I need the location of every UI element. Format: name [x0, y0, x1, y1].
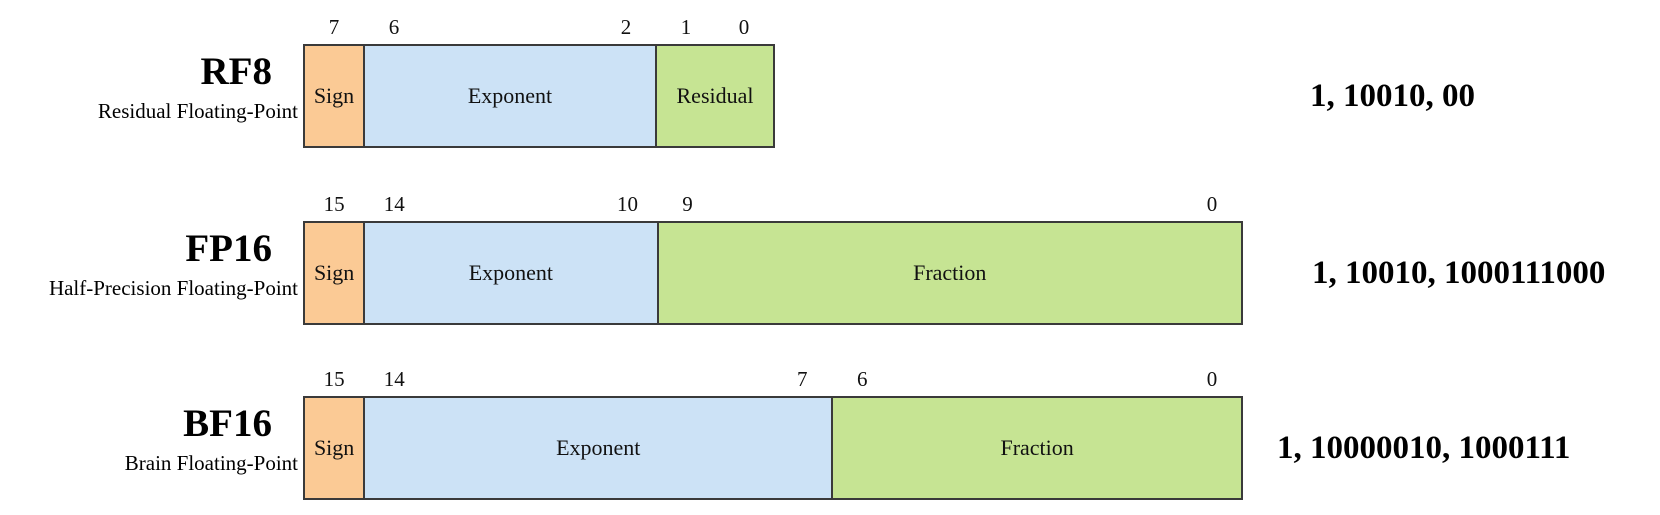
field-label: Sign [313, 83, 355, 108]
field-label: Sign [313, 260, 355, 285]
bit-index-msb: 9 [682, 192, 693, 216]
field-exponent: Exponent 14 10 [363, 193, 657, 323]
field-fraction: Fraction 6 0 [831, 368, 1241, 498]
example-bit-string: 1, 10000010, 1000111 [1277, 429, 1571, 466]
bit-index-msb: 6 [388, 15, 400, 39]
format-label: RF8 Residual Floating-Point [0, 50, 298, 124]
bit-index-msb: 15 [323, 367, 345, 391]
bit-index-msb: 14 [383, 367, 405, 391]
example-bit-string: 1, 10010, 1000111000 [1312, 254, 1606, 291]
bit-index-msb: 14 [383, 192, 405, 216]
field-sign: Sign 15 [305, 368, 364, 498]
format-label: FP16 Half-Precision Floating-Point [0, 227, 298, 301]
format-subtitle: Half-Precision Floating-Point [48, 276, 298, 300]
bit-index-msb: 15 [323, 192, 345, 216]
field-label: Exponent [467, 83, 553, 108]
field-exponent: Exponent 6 2 [363, 16, 655, 146]
field-label: Residual [676, 83, 754, 108]
example-bit-string: 1, 10010, 00 [1310, 77, 1475, 114]
bit-index-msb: 7 [328, 15, 340, 39]
field-label: Fraction [1000, 435, 1074, 460]
bit-index-lsb: 0 [1206, 192, 1218, 216]
bit-index-msb: 1 [680, 15, 692, 39]
bit-index-lsb: 10 [617, 192, 638, 216]
bit-index-msb: 6 [857, 367, 868, 391]
bit-index-lsb: 0 [1206, 367, 1218, 391]
field-label: Fraction [913, 260, 987, 285]
field-sign: Sign 7 [305, 16, 363, 146]
field-label: Sign [313, 435, 355, 460]
field-fraction: Fraction 9 0 [656, 193, 1241, 323]
bit-index-lsb: 2 [620, 15, 632, 39]
format-subtitle: Brain Floating-Point [124, 451, 298, 475]
format-title: FP16 [185, 227, 272, 270]
field-label: Exponent [556, 435, 641, 460]
format-title: BF16 [183, 402, 272, 445]
bit-index-lsb: 7 [797, 367, 808, 391]
field-exponent: Exponent 14 7 [363, 368, 832, 498]
format-subtitle: Residual Floating-Point [97, 99, 298, 123]
format-row: FP16 Half-Precision Floating-Point Sign 1… [0, 193, 1660, 325]
format-title: RF8 [200, 50, 273, 93]
field-sign: Sign 15 [305, 193, 364, 323]
format-label: BF16 Brain Floating-Point [0, 402, 298, 476]
field-residual: Residual 1 0 [655, 16, 773, 146]
bit-index-lsb: 0 [738, 15, 750, 39]
field-label: Exponent [468, 260, 554, 285]
